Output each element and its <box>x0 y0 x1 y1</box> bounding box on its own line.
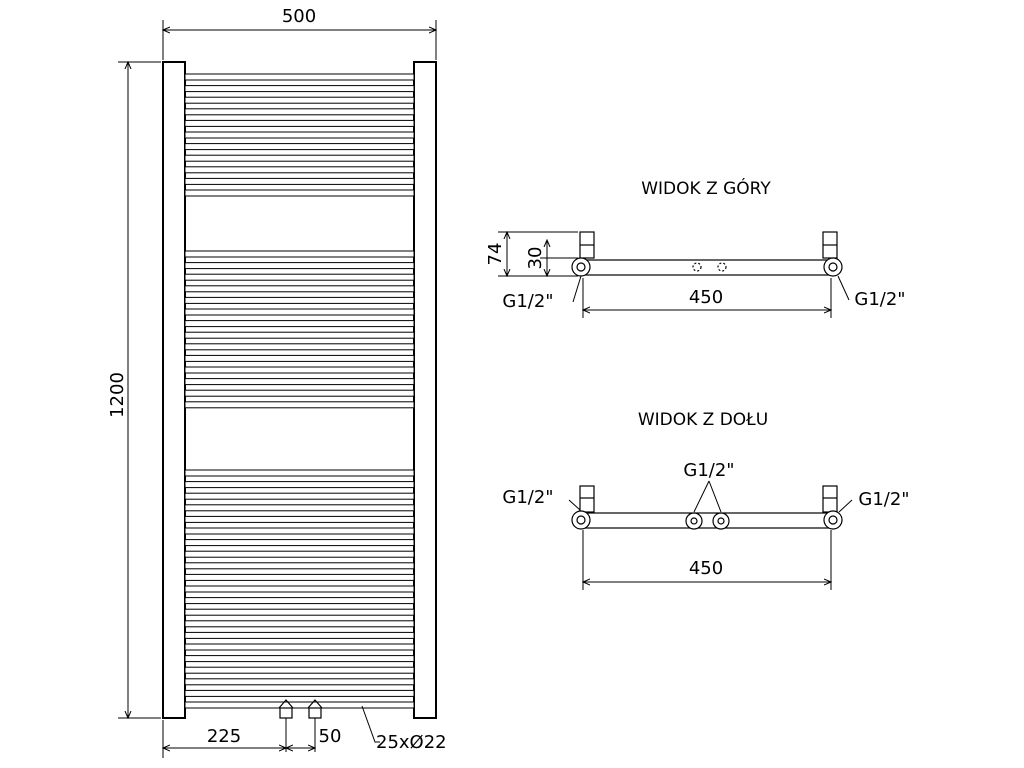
radiator-rung <box>184 320 415 328</box>
radiator-rung <box>184 119 415 127</box>
front-width-label: 500 <box>282 6 316 27</box>
radiator-rung <box>184 515 415 523</box>
bottom-view-title: WIDOK Z DOŁU <box>638 410 768 430</box>
radiator-rung <box>184 585 415 593</box>
radiator-rung <box>184 631 415 639</box>
bottom-view: WIDOK Z DOŁU G1/2" G1/2" <box>502 410 910 590</box>
front-view: 500 1200 225 50 25xØ22 <box>107 6 447 758</box>
radiator-rung <box>184 343 415 351</box>
left-column <box>162 61 186 719</box>
radiator-rung <box>184 469 415 477</box>
right-column <box>413 61 437 719</box>
top-width-label: 450 <box>689 287 723 308</box>
radiator-rung <box>184 562 415 570</box>
radiator-rung <box>184 285 415 293</box>
radiator-rung <box>184 504 415 512</box>
radiator-rung <box>184 401 415 409</box>
radiator-rung <box>184 108 415 116</box>
radiator-rung <box>184 597 415 605</box>
bottom-left-valve <box>571 485 595 530</box>
front-spacing-label: 50 <box>319 726 342 747</box>
radiator-rung <box>184 85 415 93</box>
radiator-rung <box>184 273 415 281</box>
top-left-conn-label: G1/2" <box>502 291 553 312</box>
radiator-rung <box>184 154 415 162</box>
radiator-rung <box>184 527 415 535</box>
front-offset-label: 225 <box>207 726 241 747</box>
radiator-rung <box>184 573 415 581</box>
top-right-conn-label: G1/2" <box>854 289 905 310</box>
radiator-rung <box>184 378 415 386</box>
radiator-rung <box>184 96 415 104</box>
radiator-rung <box>184 620 415 628</box>
radiator-rung <box>184 389 415 397</box>
radiator-rung <box>184 143 415 151</box>
top-axis-label: 30 <box>525 247 546 270</box>
radiator-rung <box>184 366 415 374</box>
top-depth-label: 74 <box>485 243 506 266</box>
radiator-rung <box>184 689 415 697</box>
radiator-rung <box>184 678 415 686</box>
radiator-rung <box>184 73 415 81</box>
front-tube-label: 25xØ22 <box>376 732 447 753</box>
radiator-rung <box>184 701 415 709</box>
bottom-valve-left <box>278 699 294 752</box>
radiator-rung <box>184 131 415 139</box>
radiator-rung <box>184 296 415 304</box>
bottom-right-conn-label: G1/2" <box>858 489 909 510</box>
top-left-valve <box>571 231 595 277</box>
top-view: WIDOK Z GÓRY 74 30 G1/2" G1/2 <box>485 177 906 318</box>
radiator-rungs <box>184 73 415 709</box>
front-height-label: 1200 <box>107 372 128 418</box>
radiator-rung <box>184 262 415 270</box>
radiator-rung <box>184 354 415 362</box>
top-view-bar <box>582 259 832 276</box>
bottom-view-bar <box>582 512 832 529</box>
radiator-rung <box>184 539 415 547</box>
radiator-rung <box>184 166 415 174</box>
radiator-rung <box>184 655 415 663</box>
radiator-rung <box>184 550 415 558</box>
bottom-middle-conn-label: G1/2" <box>683 460 734 481</box>
bottom-right-valve <box>822 485 843 530</box>
radiator-rung <box>184 666 415 674</box>
bottom-middle-connections <box>685 512 730 530</box>
radiator-rung <box>184 189 415 197</box>
top-view-title: WIDOK Z GÓRY <box>641 177 771 199</box>
radiator-rung <box>184 643 415 651</box>
top-right-valve <box>822 231 843 277</box>
radiator-rung <box>184 177 415 185</box>
bottom-left-conn-label: G1/2" <box>502 487 553 508</box>
radiator-rung <box>184 308 415 316</box>
radiator-rung <box>184 608 415 616</box>
bottom-width-label: 450 <box>689 558 723 579</box>
radiator-rung <box>184 250 415 258</box>
radiator-rung <box>184 492 415 500</box>
radiator-rung <box>184 331 415 339</box>
radiator-rung <box>184 481 415 489</box>
